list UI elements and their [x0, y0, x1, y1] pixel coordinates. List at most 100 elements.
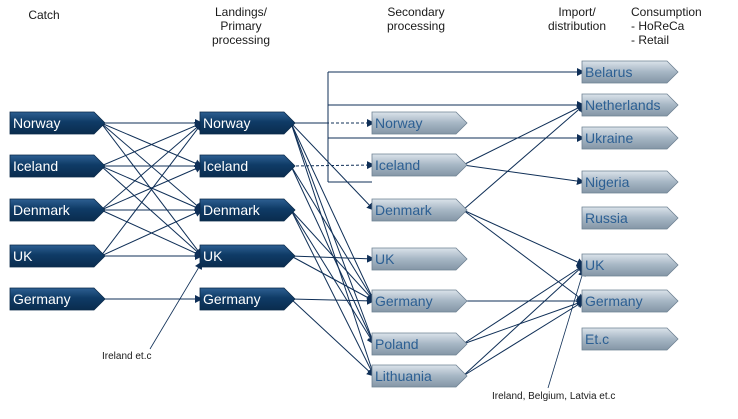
node-shape: [199, 111, 296, 135]
node-shape: [581, 289, 679, 313]
node-shape: [199, 287, 296, 311]
node-label: Germany: [203, 291, 261, 307]
node-l-norway: Norway: [199, 111, 296, 135]
node-s-poland: Poland: [371, 332, 468, 356]
edge-l-germany-to-s-lithuania: [290, 298, 375, 377]
edge-l-denmark-to-s-germany: [290, 209, 375, 302]
node-k-germany: Germany: [581, 289, 679, 313]
node-shape: [581, 126, 679, 150]
node-label: Norway: [13, 115, 60, 131]
node-shape: [371, 364, 468, 388]
node-c-uk: UK: [9, 244, 106, 268]
node-label: Ukraine: [585, 130, 633, 146]
node-shape: [371, 198, 468, 222]
edge-c-uk-to-l-denmark: [100, 209, 203, 257]
edge-s-lithuania-to-k-germany: [462, 300, 585, 377]
node-c-norway: Norway: [9, 111, 106, 135]
node-k-ukraine: Ukraine: [581, 126, 679, 150]
node-label: Germany: [375, 293, 433, 309]
node-k-belarus: Belarus: [581, 60, 679, 84]
node-s-denmark: Denmark: [371, 198, 468, 222]
node-c-denmark: Denmark: [9, 198, 106, 222]
node-shape: [581, 93, 679, 117]
edge-s-denmark-to-k-netherlands: [462, 104, 585, 211]
header-catch: Catch: [28, 8, 60, 22]
node-shape: [581, 206, 679, 230]
node-k-netherlands: Netherlands: [581, 93, 679, 117]
node-label: Poland: [375, 336, 419, 352]
node-label: Iceland: [203, 158, 248, 174]
edge-l-norway-to-s-denmark: [290, 122, 375, 211]
edge-l-uk-to-s-germany: [290, 255, 375, 302]
node-label: Norway: [203, 115, 250, 131]
note-right-pointer: [547, 268, 586, 389]
node-label: Russia: [585, 210, 628, 226]
node-label: Norway: [375, 115, 422, 131]
node-s-norway: Norway: [371, 111, 468, 135]
header-landings: Landings/ Primary processing: [211, 5, 271, 47]
edge-s-denmark-to-k-uk: [462, 209, 585, 266]
node-shape: [9, 154, 106, 178]
edge-l-uk-to-s-uk: [290, 254, 375, 263]
node-shape: [371, 111, 468, 135]
node-shape: [9, 198, 106, 222]
node-shape: [581, 327, 679, 351]
header-secondary: Secondary processing: [386, 5, 446, 33]
node-s-uk: UK: [371, 247, 468, 271]
edge-s-iceland-to-k-nigeria: [462, 164, 585, 185]
node-label: UK: [13, 248, 33, 264]
edge-s-poland-to-k-germany: [462, 299, 585, 345]
edge-s-lithuania-to-k-uk: [462, 264, 585, 377]
node-label: Denmark: [203, 202, 261, 218]
edge-l-norway-to-s-lithuania: [290, 122, 376, 377]
node-shape: [199, 244, 296, 268]
node-c-iceland: Iceland: [9, 154, 106, 178]
header-consumption: Consumption - HoReCa - Retail: [631, 5, 702, 47]
node-label: UK: [375, 251, 395, 267]
node-l-iceland: Iceland: [199, 154, 296, 178]
note-left-pointer: [149, 261, 203, 350]
node-shape: [581, 60, 679, 84]
node-shape: [371, 332, 468, 356]
edge-l-denmark-to-s-lithuania: [290, 209, 375, 377]
node-label: Germany: [13, 291, 71, 307]
node-k-russia: Russia: [581, 206, 679, 230]
node-s-iceland: Iceland: [371, 153, 468, 177]
edge-l-norway-to-s-germany: [290, 122, 375, 302]
edge-l-germany-to-s-germany: [290, 296, 375, 305]
node-label: Lithuania: [375, 368, 432, 384]
edge-s-iceland-to-k-netherlands: [462, 104, 585, 166]
node-shape: [9, 244, 106, 268]
node-l-germany: Germany: [199, 287, 296, 311]
note-ireland-belgium-latvia: Ireland, Belgium, Latvia et.c: [492, 391, 616, 402]
edge-c-iceland-to-l-norway: [100, 122, 203, 167]
node-shape: [371, 153, 468, 177]
edge-l-iceland-to-s-iceland: [290, 161, 375, 170]
node-shape: [199, 154, 296, 178]
node-shape: [371, 289, 468, 313]
node-shape: [199, 198, 296, 222]
node-c-germany: Germany: [9, 287, 106, 311]
node-label: Denmark: [375, 202, 433, 218]
edge-c-uk-to-l-norway: [100, 122, 203, 257]
node-k-etc: Et.c: [581, 327, 679, 351]
node-shape: [581, 170, 679, 194]
header-import: Import/ distribution: [547, 5, 607, 33]
node-label: Et.c: [585, 331, 609, 347]
node-label: UK: [203, 248, 223, 264]
node-shape: [9, 111, 106, 135]
node-s-germany: Germany: [371, 289, 468, 313]
edge-l-iceland-to-s-germany: [290, 165, 375, 302]
node-label: Netherlands: [585, 97, 661, 113]
node-label: Iceland: [13, 158, 58, 174]
node-shape: [9, 287, 106, 311]
node-shape: [371, 247, 468, 271]
node-label: UK: [585, 257, 605, 273]
node-k-nigeria: Nigeria: [581, 170, 679, 194]
edge-l-denmark-to-s-poland: [290, 209, 375, 345]
node-shape: [581, 253, 679, 277]
node-label: Nigeria: [585, 174, 630, 190]
edge-c-iceland-to-l-uk: [100, 165, 203, 257]
